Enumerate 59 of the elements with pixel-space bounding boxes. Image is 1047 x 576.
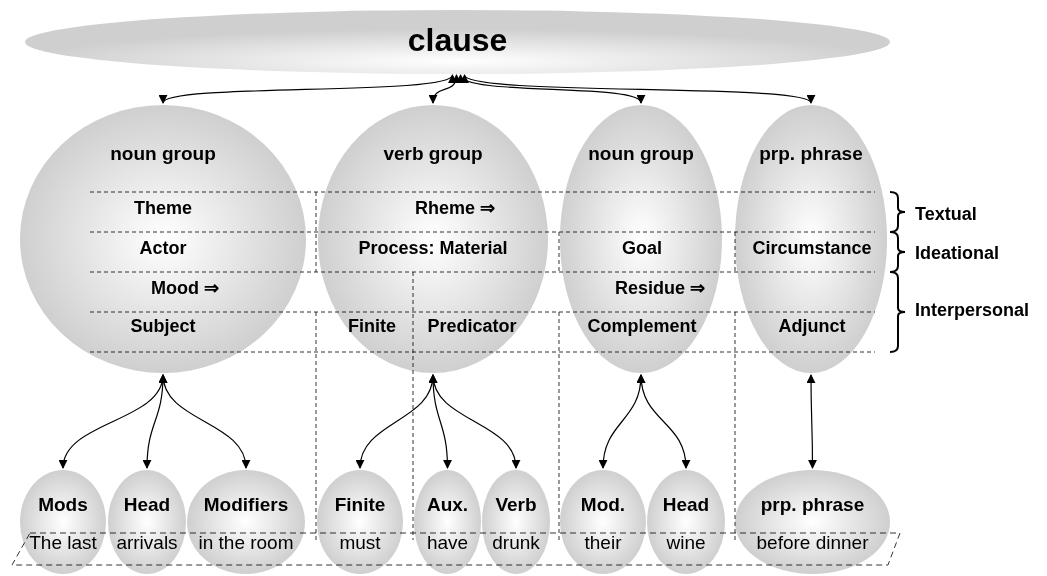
function-label: Subject <box>130 315 196 337</box>
node-title: clause <box>407 22 508 59</box>
function-label: Rheme ⇒ <box>415 197 495 219</box>
function-label: Goal <box>622 237 662 259</box>
ellipse-node <box>560 105 722 373</box>
ellipse-node <box>20 105 306 373</box>
arrow <box>429 74 461 104</box>
constituent-title: Head <box>662 494 710 516</box>
example-words: wine <box>666 532 706 554</box>
function-label: Circumstance <box>752 237 872 259</box>
constituent-title: Verb <box>495 494 537 516</box>
function-label: Theme <box>134 197 192 219</box>
example-words: drunk <box>492 532 540 554</box>
node-title: verb group <box>383 143 483 165</box>
ellipse-node <box>647 470 725 574</box>
function-label: Mood ⇒ <box>151 277 219 299</box>
example-words: arrivals <box>116 532 178 554</box>
constituent-title: Finite <box>334 494 386 516</box>
arrow <box>637 374 690 469</box>
metafunction-label: Ideational <box>915 242 999 264</box>
arrow <box>162 74 454 104</box>
function-label: Predicator <box>427 315 517 337</box>
ellipse-node <box>560 470 646 574</box>
example-words: in the room <box>198 532 294 554</box>
constituent-title: prp. phrase <box>760 494 865 516</box>
example-words: before dinner <box>756 532 869 554</box>
arrow <box>806 374 817 469</box>
function-label: Residue ⇒ <box>615 277 705 299</box>
node-title: noun group <box>110 143 216 165</box>
function-label: Actor <box>139 237 187 259</box>
metafunction-label: Textual <box>915 203 977 225</box>
ellipse-node <box>735 470 890 574</box>
function-label: Complement <box>587 315 697 337</box>
node-title: prp. phrase <box>759 143 863 165</box>
arrow <box>159 374 250 469</box>
example-words: must <box>339 532 381 554</box>
ellipse-node <box>482 470 550 574</box>
constituent-title: Mod. <box>580 494 626 516</box>
ellipse-node <box>25 10 890 74</box>
ellipse-node <box>20 470 106 574</box>
constituent-title: Mods <box>38 494 88 516</box>
ellipse-node <box>414 470 481 574</box>
node-title: noun group <box>588 143 694 165</box>
function-label: Adjunct <box>778 315 846 337</box>
ellipse-node <box>735 105 887 373</box>
ellipse-node <box>318 105 548 373</box>
example-words: have <box>426 532 469 554</box>
constituent-title: Head <box>123 494 171 516</box>
metafunction-label: Interpersonal <box>915 299 1030 321</box>
ellipse-node <box>187 470 305 574</box>
example-words: their <box>584 532 622 554</box>
ellipse-node <box>108 470 186 574</box>
function-label: Finite <box>348 315 396 337</box>
arrow <box>429 374 520 469</box>
constituent-title: Aux. <box>426 494 469 516</box>
ellipse-node <box>317 470 403 574</box>
example-words: The last <box>29 532 97 554</box>
function-label: Process: Material <box>358 237 508 259</box>
constituent-title: Modifiers <box>203 494 289 516</box>
